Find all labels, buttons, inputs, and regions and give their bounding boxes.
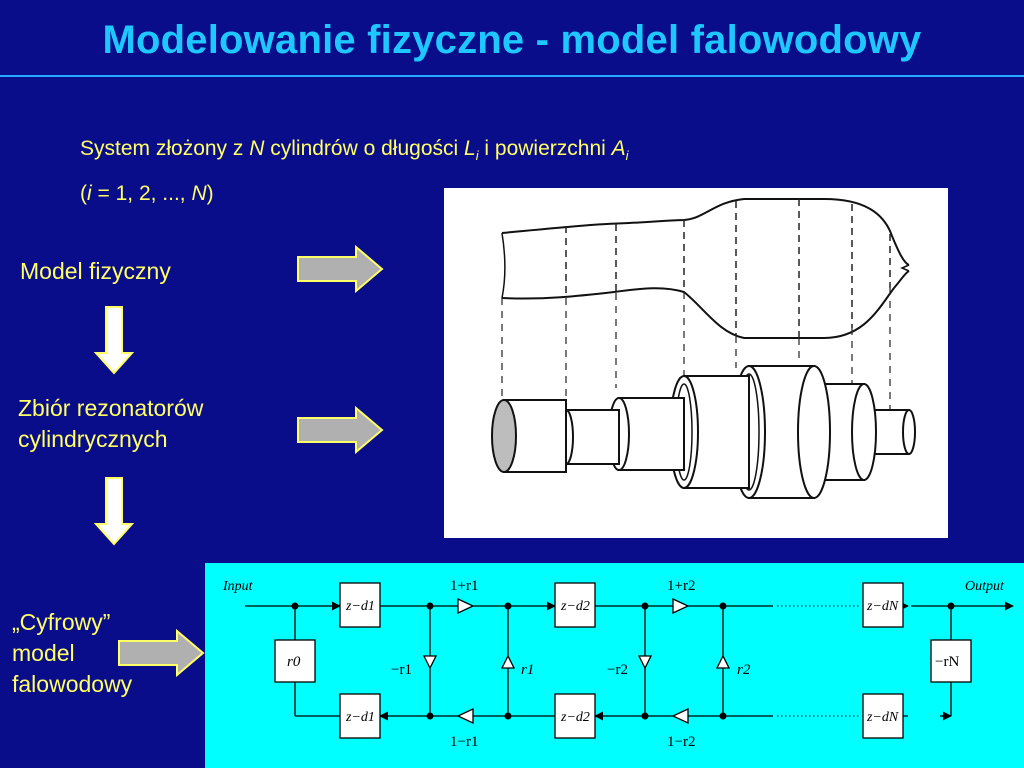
right-arrow-icon <box>297 406 384 454</box>
gain-label-one-plus-r1: 1+r1 <box>450 578 478 594</box>
gain-label-r1: r1 <box>521 662 534 678</box>
cylinder-drawing <box>491 198 916 499</box>
gain-label-one-minus-r2: 1−r2 <box>667 734 695 750</box>
subtitle: System złożony z N cylindrów o długości … <box>80 130 629 213</box>
delay-label: z−dN <box>866 599 899 614</box>
label-line: cylindrycznych <box>18 426 168 452</box>
subtitle-symbol-n: N <box>191 182 207 206</box>
subtitle-symbol-i: i <box>87 182 92 206</box>
waveguide-circuit-diagram: Input Output 1+r1 1+r2 1−r1 1−r2 −r1 −r2… <box>205 563 1024 768</box>
delay-label: z−d1 <box>345 710 375 725</box>
gain-label-one-minus-r1: 1−r1 <box>450 734 478 750</box>
label-model-fizyczny: Model fizyczny <box>20 258 171 284</box>
subtitle-text: = 1, 2, ..., <box>91 182 192 206</box>
input-label: Input <box>222 579 254 594</box>
label-line: „Cyfrowy” <box>12 609 111 635</box>
subtitle-subscript: i <box>475 148 479 164</box>
gain-label-neg-r1: −r1 <box>391 662 412 678</box>
subtitle-text: ) <box>206 182 214 206</box>
subtitle-text: i powierzchni <box>478 137 612 160</box>
gain-label-neg-r2: −r2 <box>607 662 628 678</box>
reflection-label-neg-rn: −rN <box>935 654 959 670</box>
delay-label: z−dN <box>866 710 899 725</box>
right-arrow-icon <box>297 245 384 293</box>
label-line: Zbiór rezonatorów <box>18 395 204 421</box>
subtitle-text: cylindrów o długości <box>264 137 464 160</box>
gain-label-r2: r2 <box>737 662 751 678</box>
cylinder-model-picture <box>444 188 948 538</box>
subtitle-symbol-n: N <box>249 137 265 160</box>
delay-label: z−d2 <box>560 710 590 725</box>
down-arrow-icon <box>94 306 134 375</box>
subtitle-text: System złożony z <box>80 137 250 160</box>
down-arrow-icon <box>94 477 134 546</box>
gain-label-one-plus-r2: 1+r2 <box>667 578 695 594</box>
delay-label: z−d2 <box>560 599 590 614</box>
subtitle-line-2: (i = 1, 2, ..., N) <box>80 175 629 213</box>
delay-label: z−d1 <box>345 599 375 614</box>
subtitle-subscript: i <box>625 148 629 164</box>
slide-title: Modelowanie fizyczne - model falowodowy <box>102 18 922 62</box>
output-label: Output <box>965 579 1005 594</box>
title-divider <box>0 75 1024 77</box>
circuit-drawing: Input Output 1+r1 1+r2 1−r1 1−r2 −r1 −r2… <box>222 578 1014 750</box>
subtitle-text: ( <box>80 182 87 206</box>
subtitle-symbol-l: L <box>464 137 476 160</box>
reflection-label-r0: r0 <box>287 654 301 670</box>
right-arrow-icon <box>118 629 205 677</box>
label-line: model <box>12 640 75 666</box>
label-cyfrowy-model: „Cyfrowy” model falowodowy <box>12 607 132 700</box>
label-line: falowodowy <box>12 671 133 697</box>
subtitle-symbol-a: A <box>611 137 626 160</box>
label-zbior-rezonatorow: Zbiór rezonatorów cylindrycznych <box>18 393 203 455</box>
subtitle-line-1: System złożony z N cylindrów o długości … <box>80 130 629 175</box>
